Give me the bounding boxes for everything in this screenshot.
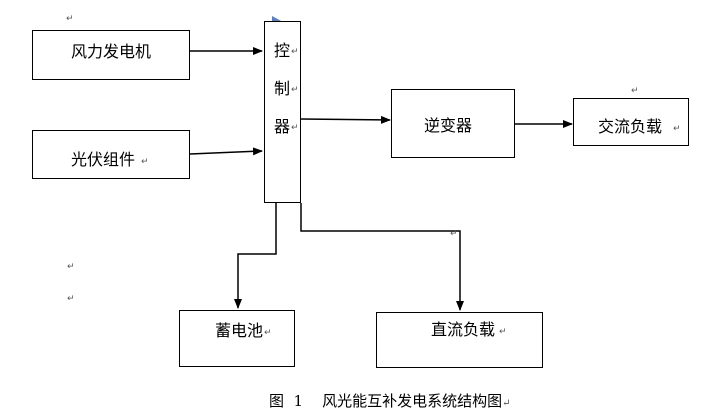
- arrow-pv-to-controller: [189, 147, 263, 156]
- paragraph-mark: ↵: [291, 123, 299, 133]
- paragraph-mark: ↵: [264, 328, 272, 338]
- ac-load-block: 交流负载 ↵: [573, 98, 689, 146]
- pv-module-label: 光伏组件: [71, 150, 136, 169]
- battery-label: 蓄电池: [215, 321, 264, 340]
- paragraph-mark: ↵: [67, 262, 75, 272]
- dc-load-label: 直流负载: [431, 320, 496, 339]
- paragraph-mark: ↵: [499, 327, 507, 337]
- controller-block: 控 ↵ 制 ↵ 器 ↵: [264, 21, 301, 203]
- inverter-block: 逆变器: [391, 89, 515, 158]
- arrow-controller-to-battery: [234, 203, 277, 309]
- paragraph-mark: ↵: [291, 47, 299, 57]
- controller-char-2: 制: [274, 79, 291, 98]
- paragraph-mark: ↵: [673, 124, 681, 134]
- pv-module-block: 光伏组件 ↵: [32, 130, 190, 179]
- arrow-controller-to-dc-load: [300, 203, 464, 311]
- wind-turbine-label: 风力发电机: [71, 42, 152, 61]
- caption-text: 图 1 风光能互补发电系统结构图: [269, 392, 503, 410]
- paragraph-mark: ↵: [67, 294, 75, 304]
- paragraph-mark: ↵: [291, 85, 299, 95]
- paragraph-mark: ↵: [450, 229, 458, 239]
- paragraph-mark: ↵: [141, 157, 149, 167]
- figure-caption: 图 1 风光能互补发电系统结构图↵: [269, 393, 511, 410]
- paragraph-mark: ↵: [502, 398, 511, 409]
- battery-block: 蓄电池 ↵: [179, 310, 295, 367]
- dc-load-block: 直流负载 ↵: [376, 312, 543, 368]
- paragraph-mark: ↵: [631, 86, 639, 96]
- wind-turbine-block: 风力发电机: [32, 30, 190, 80]
- ac-load-label: 交流负载: [598, 117, 663, 136]
- inverter-label: 逆变器: [424, 116, 473, 135]
- controller-char-3: 器: [274, 117, 291, 136]
- paragraph-mark: ↵: [66, 14, 74, 24]
- controller-char-1: 控: [274, 41, 291, 60]
- arrow-controller-to-inverter: [300, 115, 391, 124]
